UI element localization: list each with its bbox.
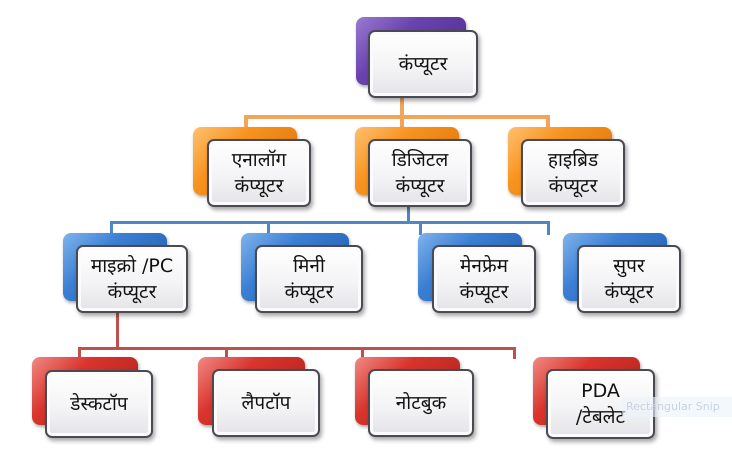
connector-level1-horizontal xyxy=(244,115,550,119)
node-label-line1: माइक्रो /PC xyxy=(90,255,174,277)
connector-digital-vertical xyxy=(400,115,404,129)
node-label-line1: एनालॉग xyxy=(231,149,287,171)
node-digital-box: डिजिटल कंप्यूटर xyxy=(368,139,472,207)
node-label: नोटबुक xyxy=(395,392,447,414)
snip-tool-ghost-label: Rectangular Snip xyxy=(622,397,732,417)
connector-analog-vertical xyxy=(244,115,248,129)
node-label-line1: हाइब्रिड xyxy=(547,149,599,171)
node-super-box: सुपर कंप्यूटर xyxy=(577,245,681,313)
connector-notebook-vertical xyxy=(361,347,364,359)
node-label-line2: कंप्यूटर xyxy=(548,175,598,197)
node-label-line1: डिजिटल xyxy=(391,149,449,171)
node-analog-box: एनालॉग कंप्यूटर xyxy=(207,139,311,207)
connector-micro-vertical xyxy=(110,221,113,235)
node-hybrid-box: हाइब्रिड कंप्यूटर xyxy=(521,139,625,207)
node-label-line2: कंप्यूटर xyxy=(107,281,157,303)
connector-desktop-vertical xyxy=(78,347,81,359)
node-label-line2: कंप्यूटर xyxy=(234,175,284,197)
connector-micro-down xyxy=(116,312,119,350)
node-label-line1: PDA xyxy=(581,380,620,402)
node-notebook-box: नोटबुक xyxy=(368,369,474,437)
node-label: लैपटॉप xyxy=(241,392,291,414)
node-label-line2: कंप्यूटर xyxy=(395,175,445,197)
node-label-line1: मिनी xyxy=(293,255,325,277)
node-label-line2: कंप्यूटर xyxy=(604,281,654,303)
connector-mainframe-vertical xyxy=(419,221,422,235)
connector-mini-vertical xyxy=(267,221,270,235)
node-laptop-box: लैपटॉप xyxy=(212,369,320,437)
node-label: कंप्यूटर xyxy=(398,53,448,75)
node-micro-box: माइक्रो /PC कंप्यूटर xyxy=(76,245,188,313)
connector-root-vertical xyxy=(400,98,404,118)
node-desktop-box: डेस्कटॉप xyxy=(45,370,153,438)
node-label-line2: /टेबलेट xyxy=(575,406,626,428)
connector-laptop-vertical xyxy=(225,347,228,359)
node-label-line1: सुपर xyxy=(613,255,645,277)
node-computer-box: कंप्यूटर xyxy=(368,30,478,98)
connector-hybrid-vertical xyxy=(546,115,550,129)
connector-level2-horizontal xyxy=(110,221,550,224)
node-label-line2: कंप्यूटर xyxy=(284,281,334,303)
connector-pda-vertical xyxy=(513,347,516,359)
node-label-line2: कंप्यूटर xyxy=(459,281,509,303)
connector-super-vertical xyxy=(547,221,550,235)
node-label: डेस्कटॉप xyxy=(70,393,128,415)
connector-digital-down xyxy=(407,207,410,224)
node-mini-box: मिनी कंप्यूटर xyxy=(255,245,363,313)
node-mainframe-box: मेनफ्रेम कंप्यूटर xyxy=(432,245,536,313)
connector-level3-horizontal xyxy=(78,347,516,350)
node-label-line1: मेनफ्रेम xyxy=(460,255,508,277)
